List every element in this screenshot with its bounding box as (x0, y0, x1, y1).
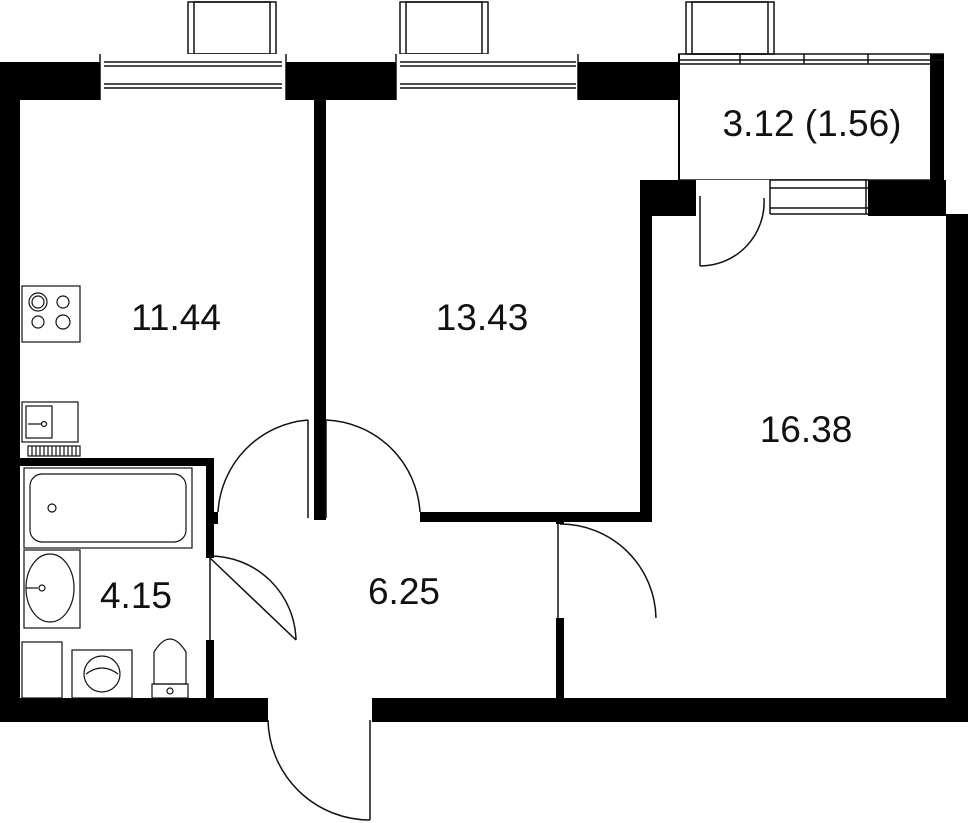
walls (0, 54, 968, 722)
door-living (557, 523, 657, 619)
door-bedroom (325, 419, 421, 518)
room-area-bathroom: 4.15 (100, 575, 172, 616)
washbasin (23, 549, 81, 629)
room-area-living: 16.38 (760, 409, 853, 450)
kitchen-sink (21, 401, 79, 443)
bathtub (23, 467, 193, 549)
door-kitchen (217, 419, 309, 518)
door-bathroom (209, 555, 297, 641)
room-area-bedroom: 13.43 (436, 297, 529, 338)
room-area-balcony: 3.12 (1.56) (723, 103, 902, 144)
cabinet (21, 641, 63, 699)
window-bedroom (395, 1, 580, 100)
window-kitchen (99, 1, 288, 100)
radiator (27, 445, 81, 457)
room-area-kitchen: 11.44 (131, 297, 221, 338)
balcony-door (696, 179, 868, 267)
toilet (151, 638, 189, 699)
window-balcony (685, 1, 775, 55)
stove (21, 285, 81, 343)
washing-machine (71, 649, 133, 699)
door-entrance (267, 719, 371, 821)
room-area-hall: 6.25 (368, 571, 440, 612)
